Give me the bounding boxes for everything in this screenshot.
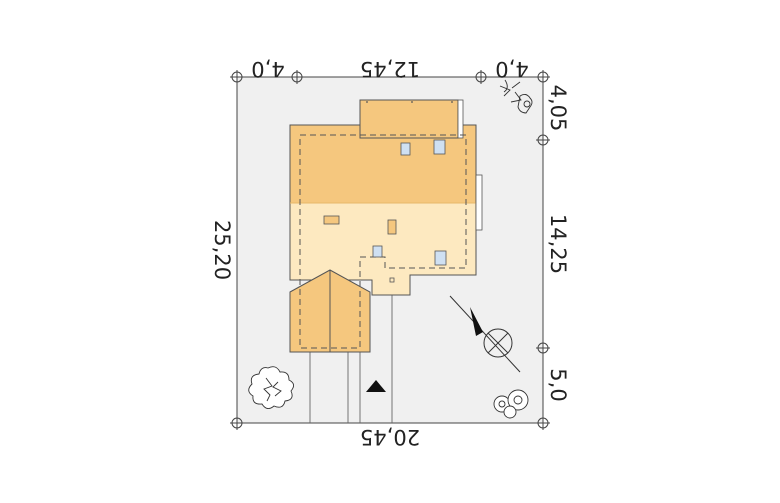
- skylight-icon: [372, 245, 383, 258]
- balcony: [475, 174, 483, 231]
- dim-top-right: 4,0: [495, 57, 528, 81]
- driveway: [309, 295, 393, 423]
- dim-marker: [536, 416, 550, 430]
- dim-marker: [230, 70, 244, 84]
- dim-top-middle: 12,45: [360, 57, 420, 81]
- shrub-icon: [493, 389, 529, 419]
- dim-bottom: 20,45: [360, 425, 420, 449]
- shrub-icon: [499, 79, 533, 114]
- dim-marker: [230, 416, 244, 430]
- skylights: [323, 139, 447, 266]
- entrance-arrow-icon: [366, 380, 386, 392]
- chimney: [387, 219, 397, 235]
- chimney: [323, 215, 340, 225]
- dimension-labels: 4,0 12,45 4,0 20,45 25,20 4,05 14,25 5,0: [210, 57, 570, 449]
- dim-right-bottom: 5,0: [546, 368, 570, 401]
- dimension-lines: [230, 70, 550, 430]
- dim-marker: [290, 70, 304, 84]
- dim-marker: [474, 70, 488, 84]
- roof-dormer: [359, 99, 459, 139]
- dim-marker: [536, 341, 550, 355]
- dim-top-left: 4,0: [251, 57, 284, 81]
- skylight-icon: [400, 142, 411, 156]
- dim-right-middle: 14,25: [546, 214, 570, 274]
- wall-outline: [299, 134, 467, 349]
- dim-marker: [536, 133, 550, 147]
- skylight-icon: [434, 250, 447, 266]
- dim-right-top: 4,05: [546, 85, 570, 132]
- tree-icon: [248, 366, 294, 409]
- compass-north-arrow-icon: [449, 295, 521, 373]
- skylight-icon: [433, 139, 446, 155]
- dim-left: 25,20: [210, 220, 234, 280]
- dim-marker: [536, 70, 550, 84]
- dormer-side: [457, 99, 464, 139]
